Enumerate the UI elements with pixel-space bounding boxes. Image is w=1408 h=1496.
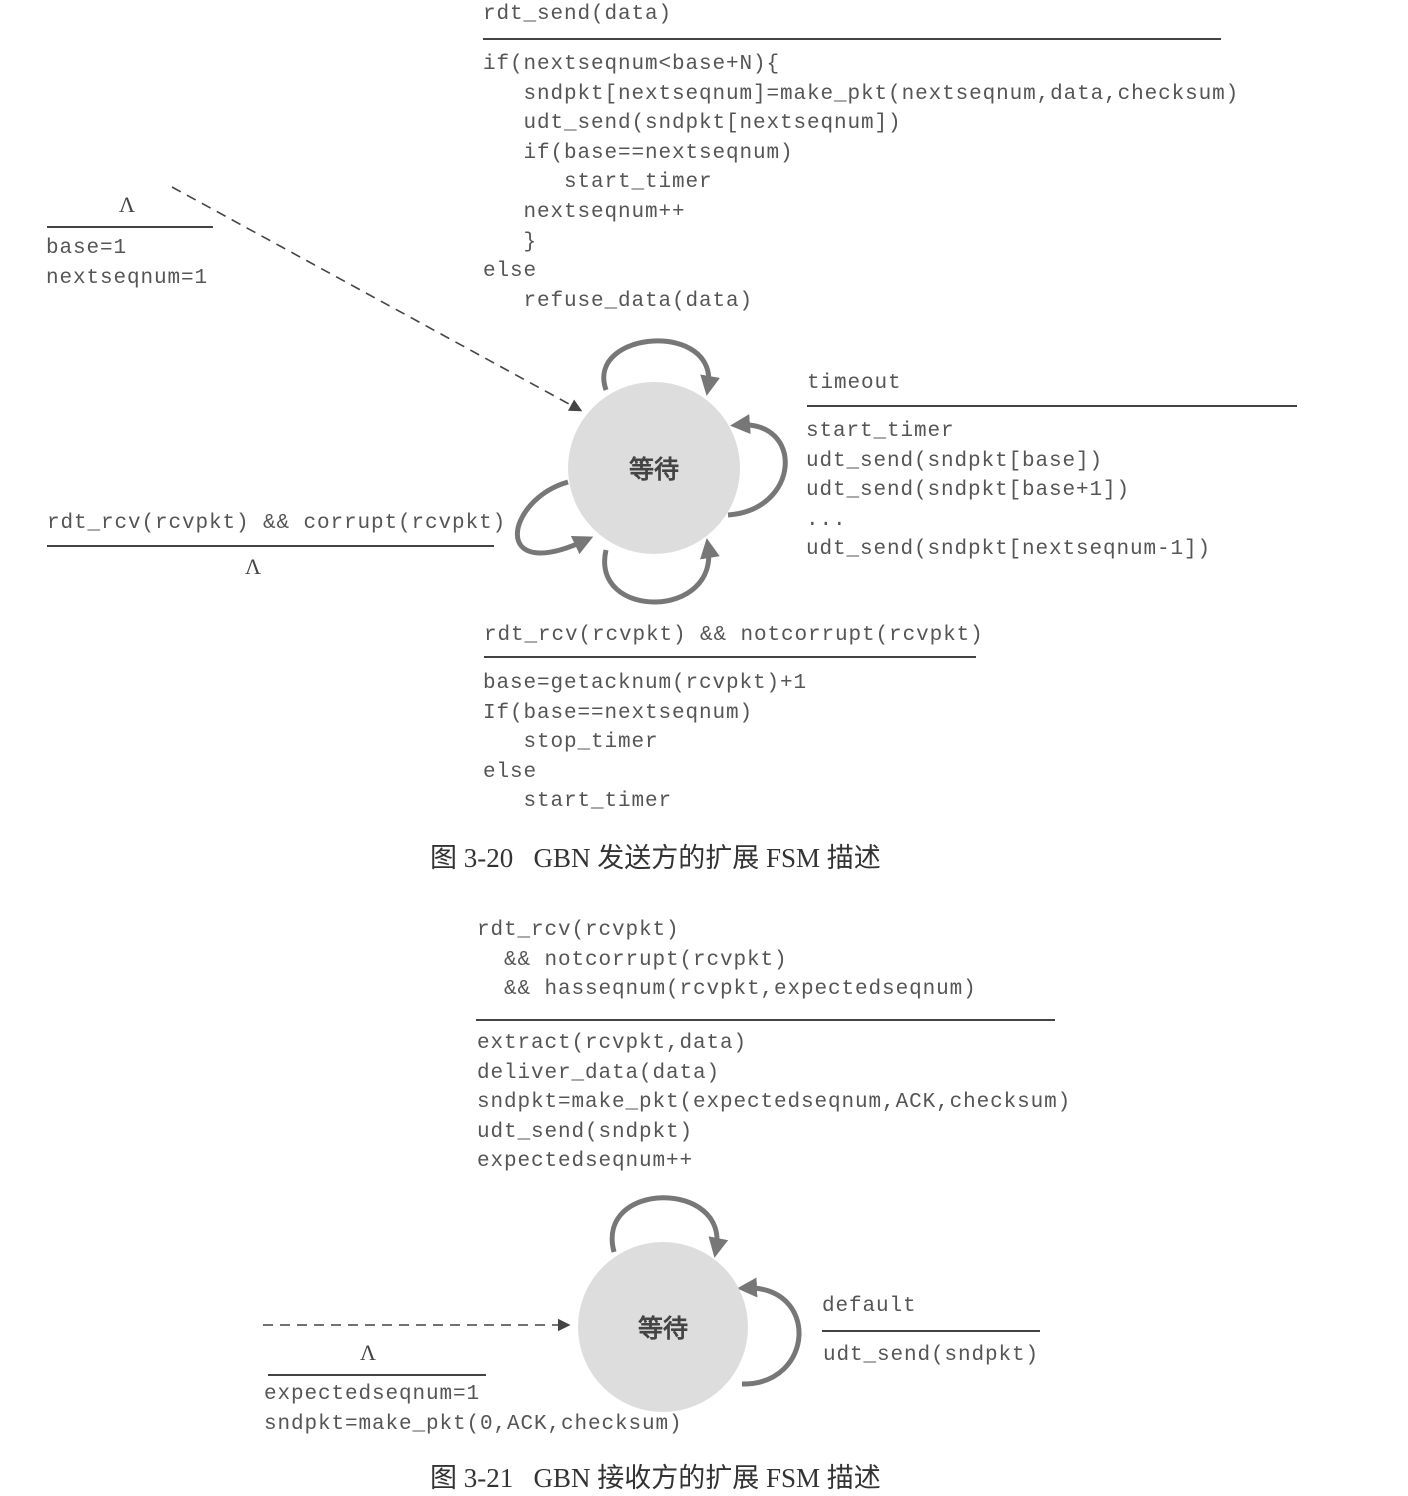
init-divider: [47, 226, 213, 228]
code-line: if(base==nextseqnum): [483, 141, 794, 165]
init-arrow-fig1: [171, 186, 583, 412]
loop-corrupt: [515, 479, 594, 556]
init-actions: base=1 nextseqnum=1: [46, 234, 208, 293]
code-line: base=getacknum(rcvpkt)+1: [483, 672, 808, 695]
figure-caption-3-20: 图 3-20 GBN 发送方的扩展 FSM 描述: [430, 843, 881, 873]
ack-event: rdt_rcv(rcvpkt) && notcorrupt(rcvpkt): [484, 624, 984, 647]
ack-divider: [484, 656, 976, 658]
loop-timeout: [727, 414, 788, 518]
code-line: if(nextseqnum<base+N){: [483, 53, 781, 76]
code-line: && notcorrupt(rcvpkt): [477, 948, 788, 972]
default-actions: udt_send(sndpkt): [823, 1341, 1039, 1371]
code-line: ...: [806, 508, 847, 532]
init-event-receiver: Λ: [360, 1340, 376, 1365]
loop-send: [601, 338, 720, 396]
loop-ack: [602, 538, 720, 605]
timeout-event: timeout: [807, 372, 902, 395]
figure-caption-3-21: 图 3-21 GBN 接收方的扩展 FSM 描述: [430, 1463, 881, 1493]
code-line: stop_timer: [483, 731, 659, 755]
code-line: start_timer: [483, 790, 673, 814]
loop-rcv: [609, 1195, 729, 1258]
rcv-divider: [476, 1019, 1055, 1021]
loop-default: [737, 1277, 802, 1387]
code-line: udt_send(sndpkt): [823, 1344, 1040, 1367]
code-line: start_timer: [806, 420, 955, 443]
timeout-actions: start_timer udt_send(sndpkt[base]) udt_sen…: [806, 417, 1211, 565]
code-line: udt_send(sndpkt): [477, 1120, 694, 1144]
code-line: udt_send(sndpkt[nextseqnum-1]): [806, 538, 1212, 562]
code-line: extract(rcvpkt,data): [477, 1032, 748, 1055]
code-line: expectedseqnum=1: [264, 1383, 481, 1406]
code-line: sndpkt=make_pkt(0,ACK,checksum): [264, 1412, 683, 1436]
code-line: udt_send(sndpkt[base]): [806, 449, 1104, 473]
code-line: If(base==nextseqnum): [483, 701, 754, 725]
code-line: deliver_data(data): [477, 1061, 721, 1085]
send-divider: [483, 38, 1221, 40]
code-line: refuse_data(data): [483, 289, 754, 313]
default-divider: [822, 1330, 1040, 1332]
corrupt-action: Λ: [245, 554, 261, 579]
init-actions-receiver: expectedseqnum=1 sndpkt=make_pkt(0,ACK,ch…: [264, 1380, 683, 1439]
rcv-event: rdt_rcv(rcvpkt) && notcorrupt(rcvpkt) &&…: [477, 916, 977, 1005]
state-wait-receiver: 等待: [578, 1242, 748, 1412]
init-event: Λ: [119, 192, 135, 217]
send-actions: if(nextseqnum<base+N){ sndpkt[nextseqnum…: [483, 50, 1239, 316]
code-line: && hasseqnum(rcvpkt,expectedseqnum): [477, 978, 977, 1002]
init-divider-receiver: [268, 1374, 486, 1376]
code-line: base=1: [46, 237, 128, 260]
send-event: rdt_send(data): [483, 3, 673, 26]
code-line: nextseqnum++: [483, 200, 686, 224]
code-line: udt_send(sndpkt[base+1]): [806, 479, 1131, 503]
code-line: sndpkt[nextseqnum]=make_pkt(nextseqnum,d…: [483, 82, 1240, 106]
code-line: nextseqnum=1: [46, 266, 209, 290]
code-line: else: [483, 260, 538, 284]
code-line: start_timer: [483, 171, 713, 195]
code-line: sndpkt=make_pkt(expectedseqnum,ACK,check…: [477, 1091, 1072, 1115]
default-event: default: [822, 1295, 917, 1318]
code-line: udt_send(sndpkt[nextseqnum]): [483, 112, 902, 136]
timeout-divider: [807, 405, 1297, 407]
state-wait-sender: 等待: [568, 382, 740, 554]
rcv-actions: extract(rcvpkt,data) deliver_data(data)sn…: [477, 1029, 1071, 1177]
corrupt-event: rdt_rcv(rcvpkt) && corrupt(rcvpkt): [47, 512, 507, 535]
code-line: expectedseqnum++: [477, 1150, 694, 1174]
code-line: rdt_rcv(rcvpkt): [477, 919, 680, 942]
code-line: else: [483, 760, 538, 784]
code-line: }: [483, 230, 538, 254]
corrupt-divider: [47, 545, 494, 547]
